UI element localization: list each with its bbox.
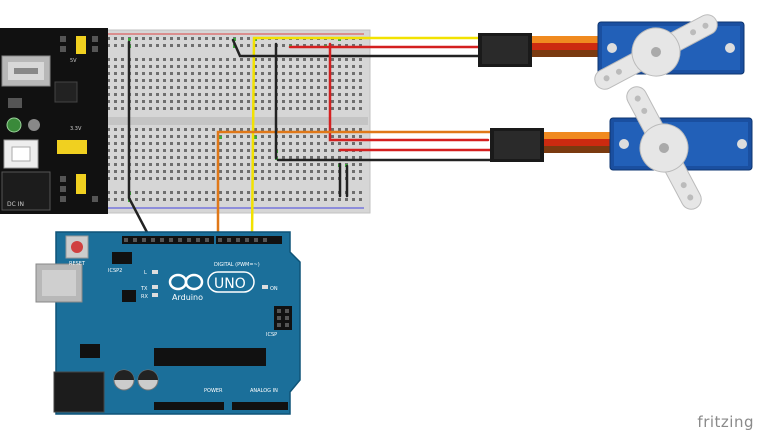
wires (127, 36, 492, 240)
arduino-uno: RESET ICSP2 DIGITAL (PWM=~) L TX RX (35, 231, 301, 415)
pm-5v-label: 5V (70, 58, 77, 64)
led-l-label: L (144, 270, 147, 276)
power-label: POWER (204, 388, 223, 394)
breadboard-power-module: DC IN 5V 3.3V (0, 28, 108, 214)
uno-text: UNO (214, 276, 246, 292)
led-rx-label: RX (141, 294, 148, 300)
icsp-label: ICSP (266, 332, 277, 338)
wire-black-top (231, 38, 480, 58)
dc-in-label: DC IN (7, 201, 24, 208)
wire-orange (216, 130, 492, 240)
reset-label: RESET (69, 261, 86, 267)
servo-top (594, 14, 745, 90)
on-label: ON (270, 286, 278, 292)
wire-black-gnd (127, 40, 152, 240)
servo-bottom-cable (490, 128, 614, 162)
servo-top-cable (478, 33, 602, 67)
led-tx-label: TX (140, 286, 148, 292)
arduino-text: Arduino (172, 293, 203, 302)
wire-red-top (328, 42, 490, 142)
icsp2-label: ICSP2 (108, 268, 122, 274)
fritzing-watermark: fritzing (697, 413, 754, 431)
servo-bottom (609, 86, 753, 210)
analog-label: ANALOG IN (250, 388, 278, 394)
pm-33v-label: 3.3V (70, 126, 82, 132)
digital-label: DIGITAL (PWM=~) (214, 262, 260, 268)
breadboard (97, 29, 371, 214)
arduino-logo (168, 273, 204, 291)
wire-yellow (250, 36, 480, 240)
